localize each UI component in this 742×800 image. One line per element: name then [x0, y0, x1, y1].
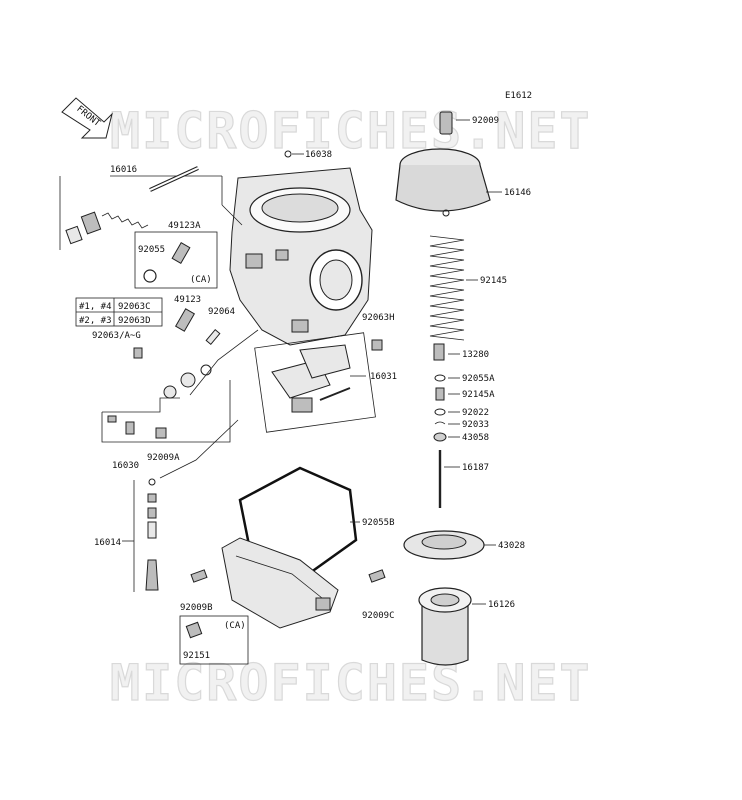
label-92063H: 92063H	[362, 313, 395, 323]
label-92009A: 92009A	[147, 453, 180, 463]
label-16187: 16187	[462, 463, 489, 473]
ca-box-lower	[179, 615, 249, 665]
label-92055B: 92055B	[362, 518, 395, 528]
label-92145: 92145	[480, 276, 507, 286]
label-92064: 92064	[208, 307, 235, 317]
label-16016: 16016	[110, 165, 137, 175]
label-49123A: 49123A	[168, 221, 201, 231]
label-92022: 92022	[462, 408, 489, 418]
label-92009: 92009	[472, 116, 499, 126]
label-92009C: 92009C	[362, 611, 395, 621]
watermark-bottom: MICROFICHES.NET	[110, 654, 592, 712]
spring-92145	[429, 235, 465, 341]
label-43028: 43028	[498, 541, 525, 551]
label-ca-2: (CA)	[224, 621, 246, 631]
label-43058: 43058	[462, 433, 489, 443]
float-bowl	[221, 537, 339, 629]
screw-92009	[439, 111, 453, 135]
label-92033: 92033	[462, 420, 489, 430]
part-13280	[433, 343, 445, 361]
table-row-2-part: 92063D	[118, 316, 151, 326]
table-row-2-cyl: #2, #3	[79, 316, 112, 326]
label-16126: 16126	[488, 600, 515, 610]
ca-box-upper	[134, 231, 218, 289]
vacuum-piston-16126	[418, 587, 472, 666]
label-92009B: 92009B	[180, 603, 213, 613]
cylinder-table: #1, #4 92063C #2, #3 92063D	[75, 297, 163, 327]
label-16014: 16014	[94, 538, 121, 548]
float-box	[254, 332, 376, 433]
watermark-top: MICROFICHES.NET	[110, 102, 592, 160]
label-16038: 16038	[305, 150, 332, 160]
table-row-1-part: 92063C	[118, 302, 151, 312]
label-16031: 16031	[370, 372, 397, 382]
label-92055: 92055	[138, 245, 165, 255]
label-92055A: 92055A	[462, 374, 495, 384]
top-cover-16146	[395, 148, 491, 217]
label-16146: 16146	[504, 188, 531, 198]
label-ca-1: (CA)	[190, 275, 212, 285]
label-16030: 16030	[112, 461, 139, 471]
diaphragm-43028	[403, 530, 485, 560]
label-92145A: 92145A	[462, 390, 495, 400]
label-92063ag: 92063/A~G	[92, 331, 141, 341]
table-row-1-cyl: #1, #4	[79, 302, 112, 312]
diagram-code: E1612	[505, 91, 532, 101]
label-49123: 49123	[174, 295, 201, 305]
front-arrow-icon: FRONT	[61, 97, 113, 139]
carburetor-body	[229, 167, 373, 346]
label-92151: 92151	[183, 651, 210, 661]
pilot-screw-assy	[65, 166, 199, 245]
label-13280: 13280	[462, 350, 489, 360]
